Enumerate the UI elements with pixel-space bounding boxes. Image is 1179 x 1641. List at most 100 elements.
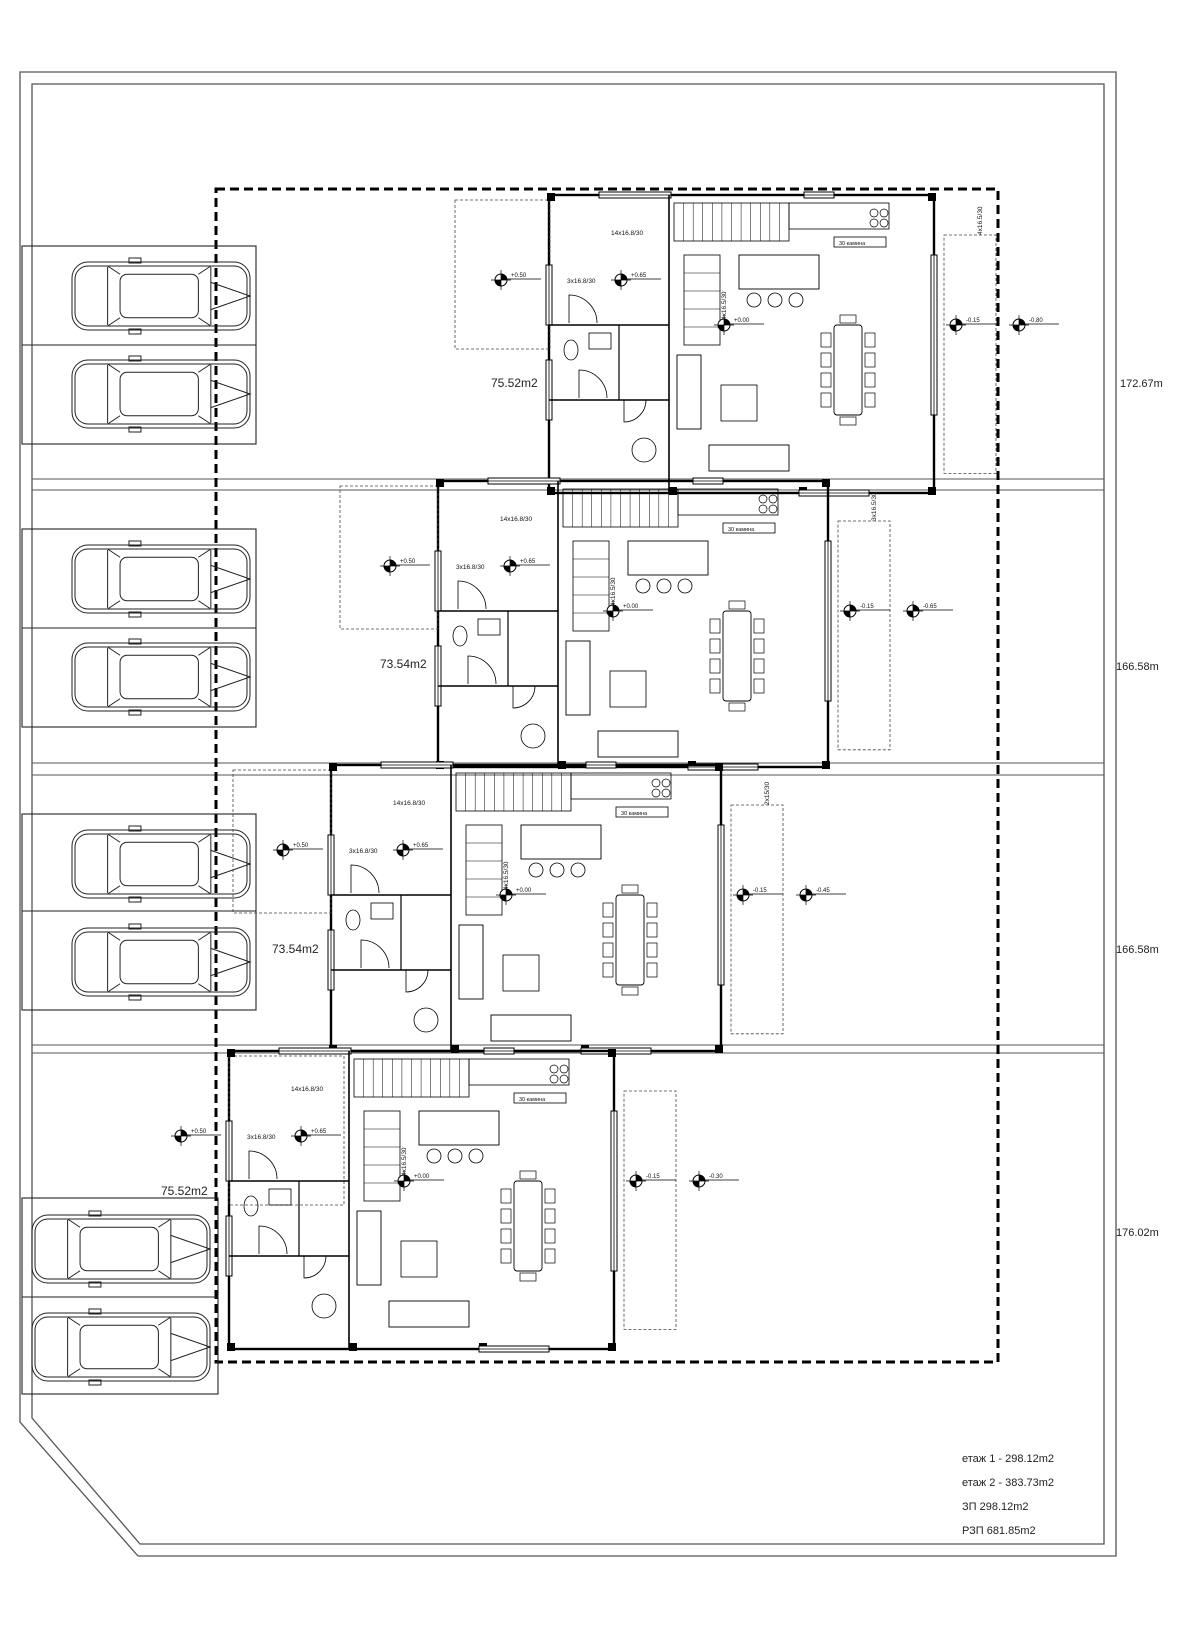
level-value: +0.00 <box>734 318 750 324</box>
dining-chair <box>519 1170 537 1180</box>
site-boundary <box>19 71 1117 1557</box>
car-mirror <box>88 1379 102 1386</box>
bar-stool <box>447 1148 463 1164</box>
chimney-label: 30 камина <box>728 527 755 533</box>
area-summary: етаж 1 - 298.12m2 етаж 2 - 383.73m2 ЗП 2… <box>962 1453 1054 1537</box>
column <box>227 1343 235 1351</box>
car-mirror <box>128 426 142 433</box>
car-pillar <box>198 548 212 610</box>
stair-label: 3x16.8/30 <box>567 278 596 285</box>
chimney-label: 30 камина <box>519 1097 546 1103</box>
toilet <box>452 625 468 647</box>
sofa <box>676 354 702 430</box>
hob <box>661 778 671 788</box>
car-roof <box>119 841 199 887</box>
hob <box>879 208 889 218</box>
site-area-1: 172.67m <box>1120 378 1163 390</box>
car-body-inner <box>74 548 248 610</box>
door-swing <box>457 580 487 610</box>
door-swing <box>467 655 497 685</box>
car-body <box>71 544 251 614</box>
kitchen-island <box>627 540 709 576</box>
summary-floor1: етаж 1 - 298.12m2 <box>962 1453 1054 1465</box>
stair-label: 3x16.8/30 <box>349 848 378 855</box>
level-value: +0.00 <box>414 1174 430 1180</box>
dining-chair <box>709 678 721 694</box>
coffee-table <box>502 954 540 992</box>
toilet <box>345 909 361 931</box>
house-unit: 14x16.8/303x16.8/304x16.5/303x16.5/3030 … <box>339 477 953 771</box>
dining-chair <box>500 1228 512 1244</box>
car-tail <box>210 947 252 977</box>
dining-chair <box>820 372 832 388</box>
terrace <box>730 804 784 1035</box>
car-roof <box>119 939 199 985</box>
chimney-box <box>833 236 887 248</box>
dining-chair <box>500 1208 512 1224</box>
summary-rzp: РЗП 681.85m2 <box>962 1525 1036 1537</box>
column <box>608 1343 616 1351</box>
stair-label: 14x16.8/30 <box>291 1086 324 1093</box>
chimney-box <box>722 522 776 534</box>
car-body-inner <box>74 646 248 708</box>
car-body <box>71 642 251 712</box>
sofa <box>458 924 484 1000</box>
unit-area-2: 73.54m2 <box>380 657 427 671</box>
dining-chair <box>621 884 639 894</box>
kitchen-counter <box>570 772 672 800</box>
wall <box>329 763 723 1053</box>
car-mirror <box>128 328 142 335</box>
entrance-canopy <box>454 199 551 350</box>
sink <box>477 618 501 636</box>
dining-chair <box>709 658 721 674</box>
round-table <box>413 1007 439 1033</box>
chimney-box <box>513 1092 567 1104</box>
terrace <box>623 1090 677 1330</box>
car-tail <box>210 564 252 594</box>
car-pillar <box>198 833 212 895</box>
dining-chair <box>602 962 614 978</box>
hob <box>549 1064 559 1074</box>
car-pillar <box>67 1218 81 1280</box>
car-body-inner <box>74 931 248 993</box>
bar-stool <box>656 578 672 594</box>
hob <box>869 218 879 228</box>
column <box>349 1343 357 1351</box>
door-swing <box>303 1255 327 1279</box>
site-area-2: 166.58m <box>1116 661 1159 673</box>
level-marker-cross <box>611 270 631 290</box>
hob <box>768 494 778 504</box>
car-pillar <box>67 1316 81 1378</box>
hob <box>651 778 661 788</box>
dining-table <box>615 894 645 986</box>
level-marker-cross <box>626 1171 646 1191</box>
entrance-canopy <box>232 769 332 914</box>
car-pillar <box>198 265 212 327</box>
round-table <box>631 437 657 463</box>
dining-chair <box>728 702 746 712</box>
car-body <box>71 359 251 429</box>
column <box>822 479 830 487</box>
hob <box>661 788 671 798</box>
car-body <box>31 1214 211 1284</box>
level-value: -0.15 <box>753 888 767 894</box>
level-value: +0.50 <box>511 273 527 279</box>
stair-label: 4x16.5/30 <box>721 291 728 320</box>
car-tail <box>170 1234 212 1264</box>
level-value: +0.00 <box>516 888 532 894</box>
summary-floor2: етаж 2 - 383.73m2 <box>962 1477 1054 1489</box>
dining-chair <box>602 922 614 938</box>
coffee-table <box>720 384 758 422</box>
car-body <box>31 1312 211 1382</box>
car-body-inner <box>74 265 248 327</box>
terrace <box>943 234 997 474</box>
dining-chair <box>709 618 721 634</box>
level-marker-cross <box>393 840 413 860</box>
car <box>71 825 252 903</box>
dining-table <box>833 324 863 416</box>
column <box>822 761 830 769</box>
level-value: -0.65 <box>923 604 937 610</box>
car-pillar <box>107 646 121 708</box>
car-pillar <box>107 265 121 327</box>
